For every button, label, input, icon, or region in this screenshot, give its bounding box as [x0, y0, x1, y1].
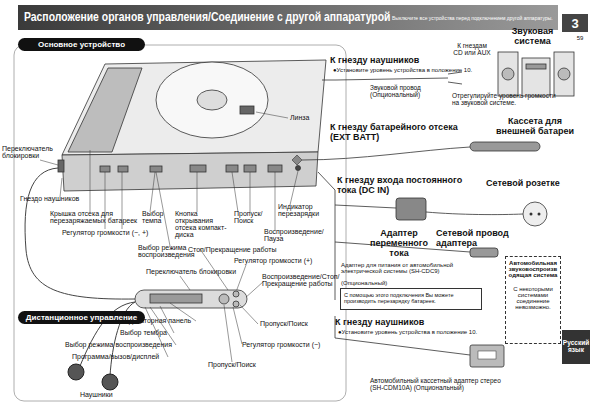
callout-label: Переключатель блокировки [2, 145, 62, 159]
callout-label: Стоп/Прекращение работы [188, 246, 280, 253]
node-text: Основное устройство [18, 38, 145, 49]
callout-label: Пропуск/Поиск [208, 361, 268, 368]
callout-label: К гнезду батарейного отсека (EXT BATT) [330, 122, 475, 142]
callout-label: Регулятор громкости (−, +) [62, 229, 162, 236]
node-box: 3 [562, 14, 588, 32]
callout-label: Сетевой провод адаптера [436, 228, 514, 248]
wall-outlet [538, 213, 541, 216]
callout-label: Пропуск/Поиск [260, 320, 320, 327]
callout-label: Программа/вызов/дисплей [72, 353, 172, 360]
callout-label: Адаптер для питания от автомобильной эле… [341, 262, 466, 274]
earphone [102, 374, 118, 390]
car-adapter [470, 248, 498, 257]
callout-label: ●Установите уровень устройства в положен… [333, 67, 488, 73]
node-box: Русский язык [562, 330, 590, 364]
callout-label: Регулятор громкости (−) [242, 341, 334, 348]
callout-label: К гнезду входа постоянного тока (DC IN) [337, 175, 482, 195]
node-box: С помощью этого подключения Вы можете пр… [340, 288, 482, 310]
callout-label: Индикатор перезарядки [278, 203, 333, 217]
callout-label: ●Установите уровень устройства в положен… [338, 329, 498, 335]
wall-outlet [530, 213, 533, 216]
node-text: С некоторыми системами соединение невозм… [506, 278, 560, 310]
callout-label: Выбор режима воспроизведения [65, 341, 177, 348]
node-text: Дистанционное управление [18, 311, 145, 322]
callout-label: Выбор тембра [120, 329, 200, 336]
callout-label: Автомобильный кассетный адаптер стерео (… [370, 377, 506, 391]
node-text: Русский язык [562, 330, 590, 353]
connection-cables [302, 72, 523, 355]
wall-outlet [523, 202, 547, 226]
battery-case [470, 142, 540, 151]
callout-label: К гнезду наушников [335, 317, 445, 327]
callout-label: Воспроизведение/Стоп/ Прекращение работы [262, 273, 342, 287]
cd-player [58, 60, 326, 191]
node-text: С помощью этого подключения Вы можете пр… [341, 289, 481, 304]
section-frame [14, 45, 346, 401]
callout-label: Регулятор громкости (+) [234, 257, 326, 264]
callout-label: Линза [290, 114, 330, 121]
callout-label: Звуковая система [500, 26, 565, 46]
jack-marker [292, 155, 302, 165]
callout-label: (Опциональный) [341, 280, 401, 286]
cassette-adapter [478, 351, 496, 359]
page-title: Расположение органов управления/Соединен… [24, 9, 390, 24]
callout-label: Переключатель блокировки [146, 268, 246, 275]
callout-label: Крышка отсека для перезаряжаемых батарее… [50, 210, 142, 224]
callout-label: Отрегулируйте уровень громкости на звуко… [452, 92, 560, 106]
node-box: Автомобильная звуковоспроизводящая систе… [505, 256, 561, 344]
callout-label: Кассета для внешней батареи [495, 116, 575, 136]
callout-label: Кнопка открывания отсека компакт-диска [175, 210, 233, 238]
node-box: Дистанционное управление [18, 311, 145, 324]
cassette-adapter [470, 345, 504, 367]
ac-adapter [396, 198, 426, 220]
callout-label: Гнездо наушников [20, 195, 90, 202]
callout-label: Выключите все устройства перед подключен… [392, 15, 557, 21]
callout-label: Наушники [80, 391, 130, 398]
stereo-system [498, 52, 574, 96]
callout-label: Выбор темпа [142, 210, 172, 224]
callout-label: К гнездам CD или AUX [452, 42, 492, 56]
node-box: Основное устройство [18, 38, 145, 51]
title-band [18, 5, 558, 30]
callout-label: Звуковой провод (Опциональный) [370, 84, 442, 98]
callout-label: Воспроизведение/ Пауза [264, 228, 332, 242]
node-text: 3 [562, 14, 588, 31]
leader-lines [40, 112, 298, 299]
callout-label: Пропуск/ Поиск [234, 210, 269, 224]
earphone [68, 364, 84, 380]
callout-label: Сетевой розетке [486, 178, 571, 188]
node-text: Автомобильная звуковоспроизводящая систе… [506, 257, 560, 278]
callout-label: 59 [570, 35, 590, 41]
callout-label: К гнезду наушников [330, 55, 440, 65]
callout-label: Адаптер переменного тока [366, 228, 432, 258]
remote-control [135, 290, 247, 308]
